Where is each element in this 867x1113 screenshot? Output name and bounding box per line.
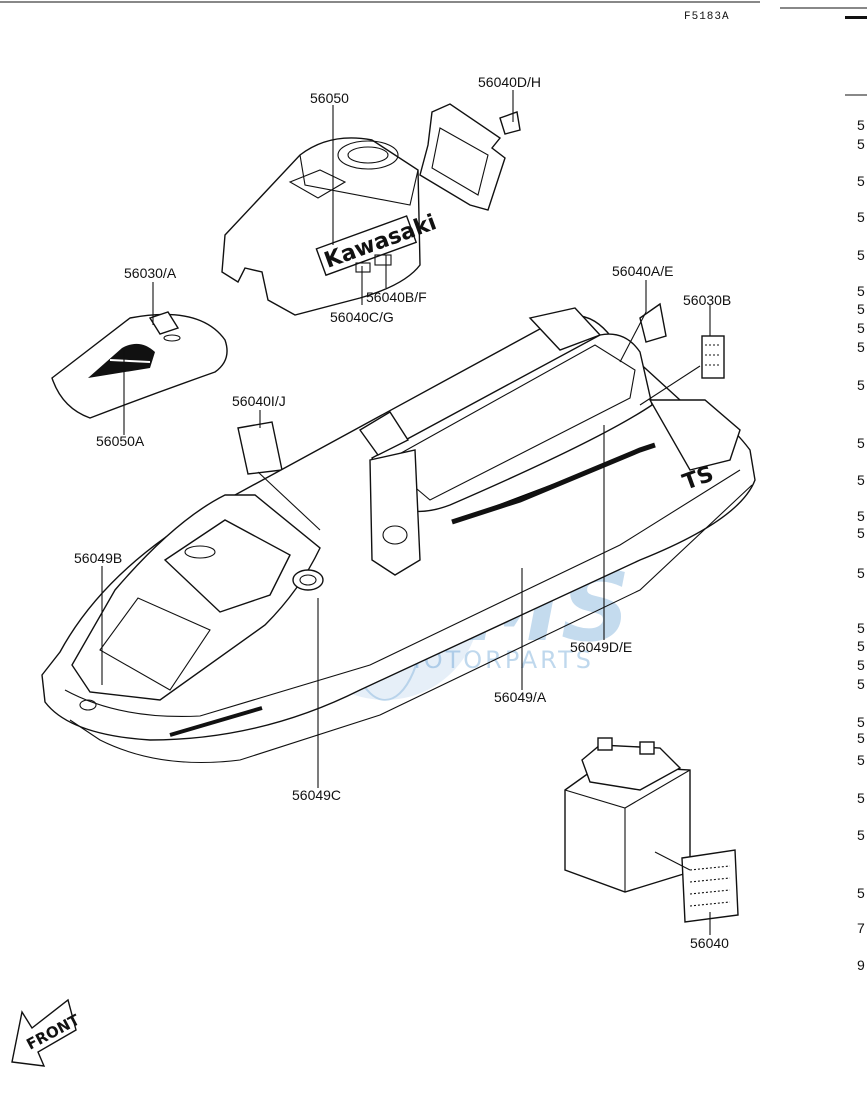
callout-56040IJ: 56040I/J bbox=[232, 393, 286, 409]
right-index-digit: 5 bbox=[857, 827, 865, 843]
right-index-digit: 9 bbox=[857, 957, 865, 973]
callout-56040BF: 56040B/F bbox=[366, 289, 427, 305]
callout-56030A: 56030/A bbox=[124, 265, 177, 281]
callout-56049C: 56049C bbox=[292, 787, 341, 803]
corner-mark bbox=[845, 16, 867, 19]
battery bbox=[564, 737, 739, 923]
callout-56040: 56040 bbox=[690, 935, 729, 951]
hood-cover bbox=[51, 311, 228, 419]
diagram-code: F5183A bbox=[684, 11, 730, 23]
right-index-digit: 5 bbox=[857, 790, 865, 806]
right-index-digit: 5 bbox=[857, 247, 865, 263]
right-index-digit: 5 bbox=[857, 525, 865, 541]
jet-ski-hull: TS bbox=[41, 307, 756, 764]
right-index-digit: 5 bbox=[857, 508, 865, 524]
right-index-digit: 5 bbox=[857, 283, 865, 299]
right-index-digit: 5 bbox=[857, 752, 865, 768]
right-index-digit: 5 bbox=[857, 730, 865, 746]
right-index-digit: 5 bbox=[857, 885, 865, 901]
right-index-digit: 5 bbox=[857, 435, 865, 451]
right-index-digit: 5 bbox=[857, 638, 865, 654]
callout-56040DH: 56040D/H bbox=[478, 74, 541, 90]
ventilation-plate bbox=[419, 103, 521, 211]
leader-lines bbox=[101, 90, 711, 935]
callout-56050A: 56050A bbox=[96, 433, 145, 449]
decal-56040AE bbox=[639, 302, 667, 343]
callout-56040AE: 56040A/E bbox=[612, 263, 674, 279]
right-index-digit: 5 bbox=[857, 714, 865, 730]
callout-56050: 56050 bbox=[310, 90, 349, 106]
right-index-digit: 5 bbox=[857, 173, 865, 189]
callout-56049A: 56049/A bbox=[494, 689, 547, 705]
front-arrow: FRONT bbox=[11, 998, 83, 1067]
decal-56030B bbox=[701, 335, 725, 379]
right-index-digit: 5 bbox=[857, 320, 865, 336]
battery-warning-decal bbox=[681, 849, 739, 923]
right-index-digit: 7 bbox=[857, 920, 865, 936]
right-index-digit: 5 bbox=[857, 620, 865, 636]
right-index-digit: 5 bbox=[857, 136, 865, 152]
right-index-digit: 5 bbox=[857, 117, 865, 133]
callout-56049B: 56049B bbox=[74, 550, 122, 566]
callout-56030B: 56030B bbox=[683, 292, 731, 308]
decal-56040IJ bbox=[237, 421, 283, 475]
callout-56049DE: 56049D/E bbox=[570, 639, 632, 655]
right-index-digit: 5 bbox=[857, 676, 865, 692]
right-index-digit: 5 bbox=[857, 657, 865, 673]
callout-labels: 56050 56040D/H 56030/A 56040B/F 56040C/G… bbox=[74, 74, 731, 951]
right-index-digit: 5 bbox=[857, 339, 865, 355]
right-index-digit: 5 bbox=[857, 209, 865, 225]
right-index-digit: 5 bbox=[857, 301, 865, 317]
callout-56040CG: 56040C/G bbox=[330, 309, 394, 325]
right-index-digit: 5 bbox=[857, 377, 865, 393]
handle-pole-cover: Kawasaki bbox=[221, 137, 440, 316]
right-index-digit: 5 bbox=[857, 565, 865, 581]
right-index-digit: 5 bbox=[857, 472, 865, 488]
